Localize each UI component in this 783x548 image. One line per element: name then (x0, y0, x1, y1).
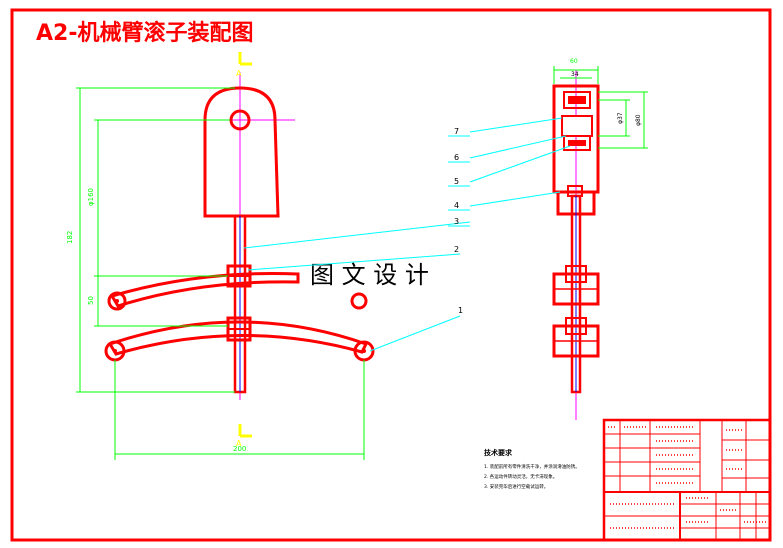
tech-req-item-1: 1. 装配前所有零件清洗干净，并涂润滑油防锈。 (484, 463, 580, 470)
balloon-4: 4 (454, 201, 459, 210)
drawing-title: A2-机械臂滚子装配图 (36, 20, 253, 46)
tech-req-item-3: 3. 安装完毕后进行空载试运转。 (484, 483, 548, 490)
balloon-7: 7 (454, 127, 459, 136)
side-view (552, 70, 600, 420)
front-dimensions (76, 87, 365, 460)
balloon-3: 3 (454, 217, 459, 226)
side-bearing-top (563, 91, 591, 109)
balloon-5: 5 (454, 177, 459, 186)
section-mark-top (238, 52, 252, 66)
lower-arm (107, 320, 369, 356)
upper-right-roller (350, 292, 368, 310)
tech-req-heading: 技术要求 (484, 448, 513, 457)
section-mark-bottom (238, 424, 252, 438)
side-bearing-low (563, 135, 591, 151)
dim-upper-height: φ160 (87, 188, 95, 206)
side-bearing-mid (561, 115, 593, 137)
bracket-hole (229, 109, 251, 131)
upper-arm (109, 271, 300, 308)
dim-spacing: 50 (87, 296, 95, 305)
bracket-body (203, 86, 280, 218)
front-view: A A (104, 52, 375, 448)
dim-side-small-dia: φ37 (617, 112, 624, 124)
watermark-text: 图 文 设 计 (310, 261, 429, 289)
section-label-bottom: A (236, 439, 242, 448)
tech-requirements: 技术要求 1. 装配前所有零件清洗干净，并涂润滑油防锈。 2. 各运动件转动灵活… (484, 448, 580, 490)
tech-req-item-2: 2. 各运动件转动灵活，无卡滞现象。 (484, 473, 557, 480)
upper-left-roller (107, 291, 127, 311)
side-dimensions (553, 66, 648, 149)
dim-bottom-width: 200 (233, 445, 246, 453)
dim-side-inner-width: 34 (571, 71, 579, 78)
upper-left-roller-pin (115, 299, 119, 303)
dim-side-large-dia: φ80 (635, 114, 642, 126)
balloon-2: 2 (454, 245, 459, 254)
section-label-top: A (236, 69, 242, 78)
balloon-6: 6 (454, 153, 459, 162)
dim-overall-height: 182 (66, 231, 74, 244)
leader-lines (243, 117, 571, 352)
title-block (602, 418, 772, 542)
balloon-underlines (448, 135, 470, 227)
dim-side-top-width: 60 (570, 58, 578, 65)
balloon-1: 1 (458, 306, 463, 315)
drawing-border (10, 8, 772, 542)
title-block-fill (608, 426, 766, 529)
